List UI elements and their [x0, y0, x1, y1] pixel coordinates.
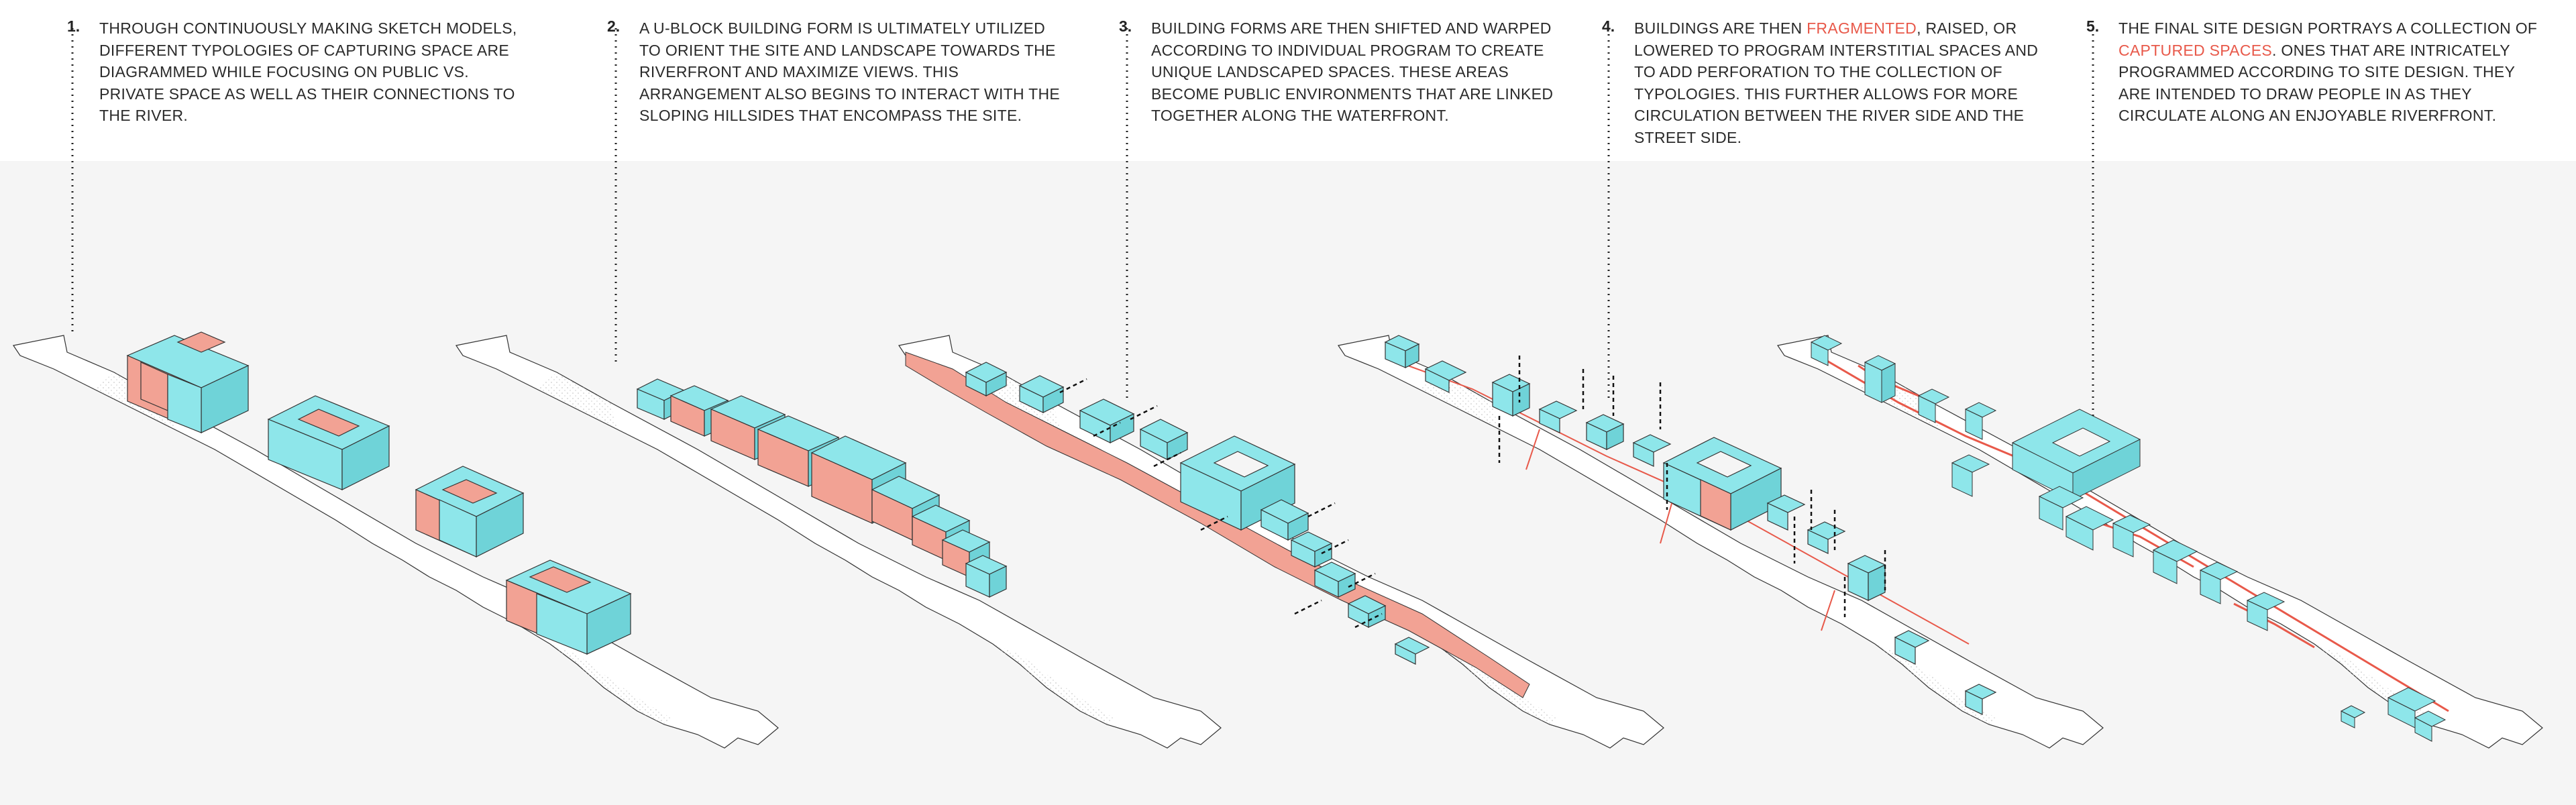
diagram-1-typology-models	[13, 331, 779, 749]
diagram-5-final-site-design	[1777, 335, 2543, 749]
step-3-number: 3.	[1119, 17, 1132, 35]
step-5-number: 5.	[2086, 17, 2100, 35]
step-5-highlight: CAPTURED SPACES	[2118, 41, 2273, 59]
step-5-text: THE FINAL SITE DESIGN PORTRAYS A COLLECT…	[2118, 19, 2538, 124]
step-4-highlight: FRAGMENTED	[1807, 19, 1917, 37]
leader-lines	[71, 28, 2094, 429]
step-1-text: THROUGH CONTINUOUSLY MAKING SKETCH MODEL…	[99, 19, 517, 124]
diagram-4-fragmented-forms	[1338, 335, 2104, 749]
step-2-number: 2.	[607, 17, 621, 35]
step-4-text: BUILDINGS ARE THEN FRAGMENTED, RAISED, O…	[1634, 19, 2039, 146]
diagram-3-shifted-forms	[898, 335, 1664, 749]
diagram-2-u-block-forms	[455, 335, 1222, 749]
step-2-text: A U-BLOCK BUILDING FORM IS ULTIMATELY UT…	[639, 19, 1061, 124]
step-1-number: 1.	[67, 17, 80, 35]
step-4-number: 4.	[1602, 17, 1615, 35]
step-3-text: BUILDING FORMS ARE THEN SHIFTED AND WARP…	[1151, 19, 1554, 124]
